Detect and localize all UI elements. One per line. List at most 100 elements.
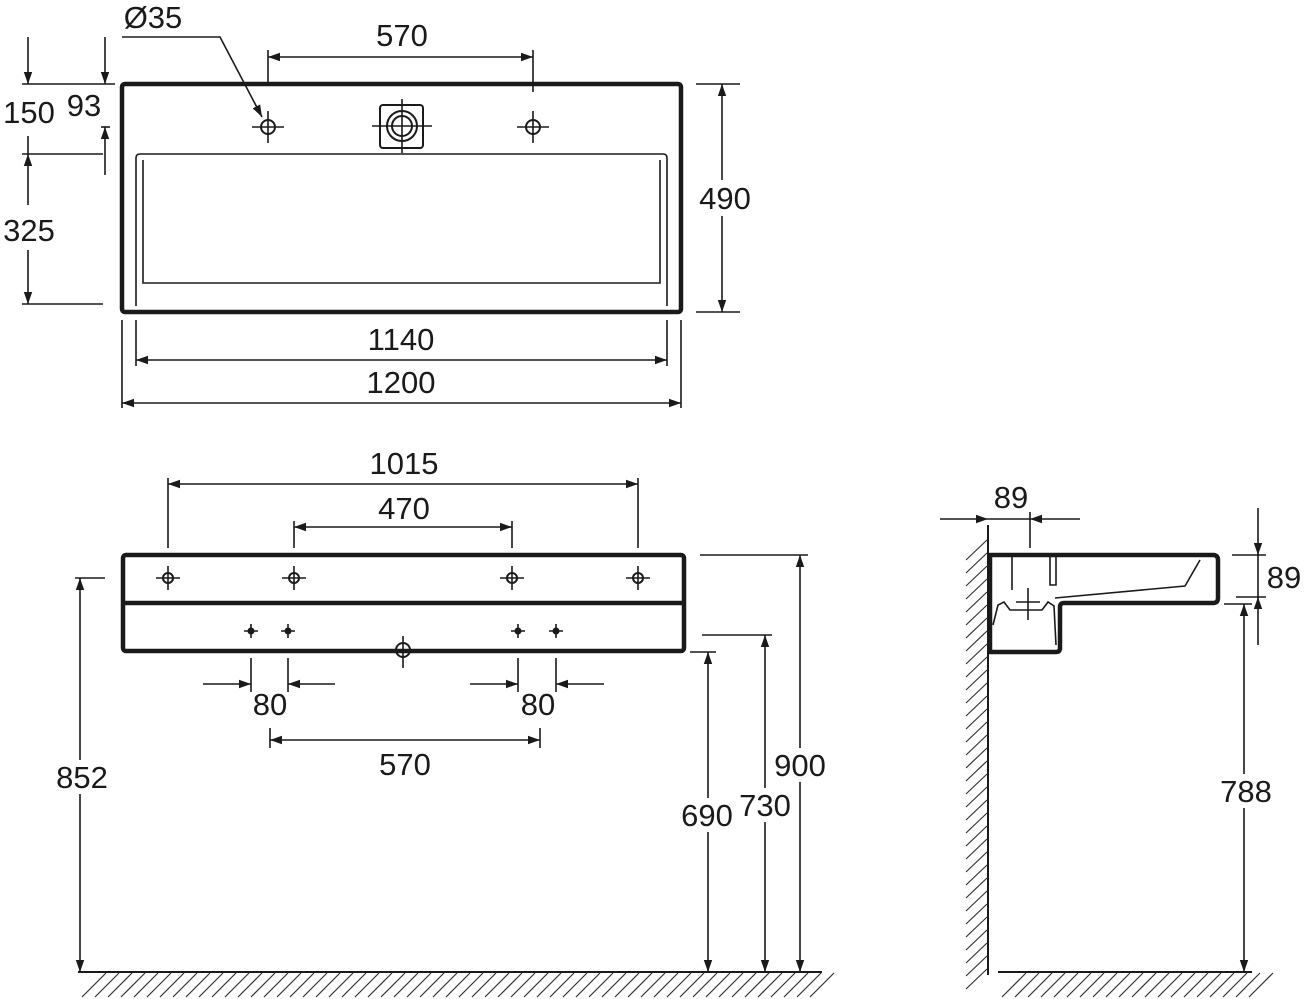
hatch-line bbox=[965, 812, 988, 834]
hatch-line bbox=[185, 972, 211, 998]
outer-width-label: 1200 bbox=[367, 365, 436, 400]
hatch-line bbox=[965, 578, 988, 600]
hatch-line bbox=[783, 972, 809, 998]
hatch-line bbox=[965, 916, 988, 938]
hatch-line bbox=[757, 972, 783, 998]
wall-offset-label: 89 bbox=[994, 480, 1028, 515]
diameter-leader bbox=[122, 36, 263, 118]
hatch-line bbox=[1014, 972, 1040, 998]
side-view: 89 89 788 bbox=[940, 480, 1301, 998]
hatch-line bbox=[965, 799, 988, 821]
hatch-line bbox=[1170, 972, 1196, 998]
hatch-line bbox=[81, 972, 107, 998]
depth-label: 490 bbox=[699, 181, 751, 216]
hatch-line bbox=[965, 747, 988, 769]
basin-bowl-outer bbox=[135, 153, 668, 306]
height-730-label: 730 bbox=[739, 788, 791, 823]
hatch-line bbox=[419, 972, 445, 998]
hatch-line bbox=[250, 972, 276, 998]
hatch-line bbox=[510, 972, 536, 998]
hatch-line bbox=[1040, 972, 1066, 998]
hatch-line bbox=[965, 591, 988, 613]
basin-bowl-inner bbox=[142, 160, 661, 284]
front-view: 1015 470 80 80 570 852 690 730 900 bbox=[50, 446, 835, 998]
hatch-line bbox=[965, 565, 988, 587]
hatch-line bbox=[614, 972, 640, 998]
hatch-line bbox=[1209, 972, 1235, 998]
hatch-line bbox=[523, 972, 549, 998]
fix-right-label: 80 bbox=[521, 687, 555, 722]
hatch-line bbox=[692, 972, 718, 998]
hatch-line bbox=[965, 695, 988, 717]
hatch-line bbox=[276, 972, 302, 998]
hatch-line bbox=[432, 972, 458, 998]
hatch-line bbox=[965, 734, 988, 756]
hatch-line bbox=[965, 708, 988, 730]
fix-left-label: 80 bbox=[253, 687, 287, 722]
hatch-line bbox=[224, 972, 250, 998]
hatch-line bbox=[1157, 972, 1183, 998]
hatch-line bbox=[146, 972, 172, 998]
hatch-line bbox=[354, 972, 380, 998]
basin-depth-label: 89 bbox=[1267, 560, 1301, 595]
drain-icon bbox=[372, 99, 432, 153]
hatch-line bbox=[237, 972, 263, 998]
hatch-line bbox=[536, 972, 562, 998]
hatch-line bbox=[718, 972, 744, 998]
hatch-line bbox=[965, 760, 988, 782]
hatch-line bbox=[965, 643, 988, 665]
hatch-line bbox=[393, 972, 419, 998]
inner-width-label: 1140 bbox=[368, 322, 435, 357]
hatch-line bbox=[575, 972, 601, 998]
hatch-line bbox=[1144, 972, 1170, 998]
side-floor-hatch bbox=[1001, 972, 1274, 998]
hatch-line bbox=[1118, 972, 1144, 998]
hatch-line bbox=[1027, 972, 1053, 998]
hatch-line bbox=[965, 955, 988, 977]
bracket-holes bbox=[156, 566, 650, 590]
hatch-line bbox=[1248, 972, 1274, 998]
hatch-line bbox=[965, 929, 988, 951]
hatch-line bbox=[1066, 972, 1092, 998]
hatch-line bbox=[965, 630, 988, 652]
fix-span-label: 570 bbox=[379, 747, 431, 782]
hatch-line bbox=[1092, 972, 1118, 998]
hatch-line bbox=[263, 972, 289, 998]
hatch-line bbox=[965, 890, 988, 912]
hatch-line bbox=[289, 972, 315, 998]
hatch-line bbox=[1235, 972, 1261, 998]
hatch-line bbox=[770, 972, 796, 998]
hatch-line bbox=[328, 972, 354, 998]
dim-93-label: 93 bbox=[67, 88, 101, 123]
hatch-line bbox=[965, 942, 988, 964]
height-690-label: 690 bbox=[681, 798, 733, 833]
hatch-line bbox=[965, 682, 988, 704]
hatch-line bbox=[679, 972, 705, 998]
hatch-line bbox=[120, 972, 146, 998]
hatch-line bbox=[731, 972, 757, 998]
top-view: Ø35 570 150 93 325 490 1140 1200 bbox=[3, 0, 751, 408]
tap-hole-left bbox=[252, 111, 284, 143]
hatch-line bbox=[406, 972, 432, 998]
hatch-line bbox=[471, 972, 497, 998]
hatch-line bbox=[367, 972, 393, 998]
hatch-line bbox=[549, 972, 575, 998]
hatch-line bbox=[1196, 972, 1222, 998]
bracket-span-label: 1015 bbox=[370, 446, 439, 481]
hatch-line bbox=[94, 972, 120, 998]
hatch-line bbox=[302, 972, 328, 998]
wall-hatch bbox=[965, 539, 988, 990]
hatch-line bbox=[705, 972, 731, 998]
hatch-line bbox=[458, 972, 484, 998]
hatch-line bbox=[965, 877, 988, 899]
hatch-line bbox=[1222, 972, 1248, 998]
hatch-line bbox=[965, 851, 988, 873]
hatch-line bbox=[341, 972, 367, 998]
tap-hole-right bbox=[517, 111, 549, 143]
hatch-line bbox=[562, 972, 588, 998]
hatch-line bbox=[666, 972, 692, 998]
hatch-line bbox=[1079, 972, 1105, 998]
hatch-line bbox=[965, 968, 988, 990]
height-788-label: 788 bbox=[1220, 774, 1272, 809]
